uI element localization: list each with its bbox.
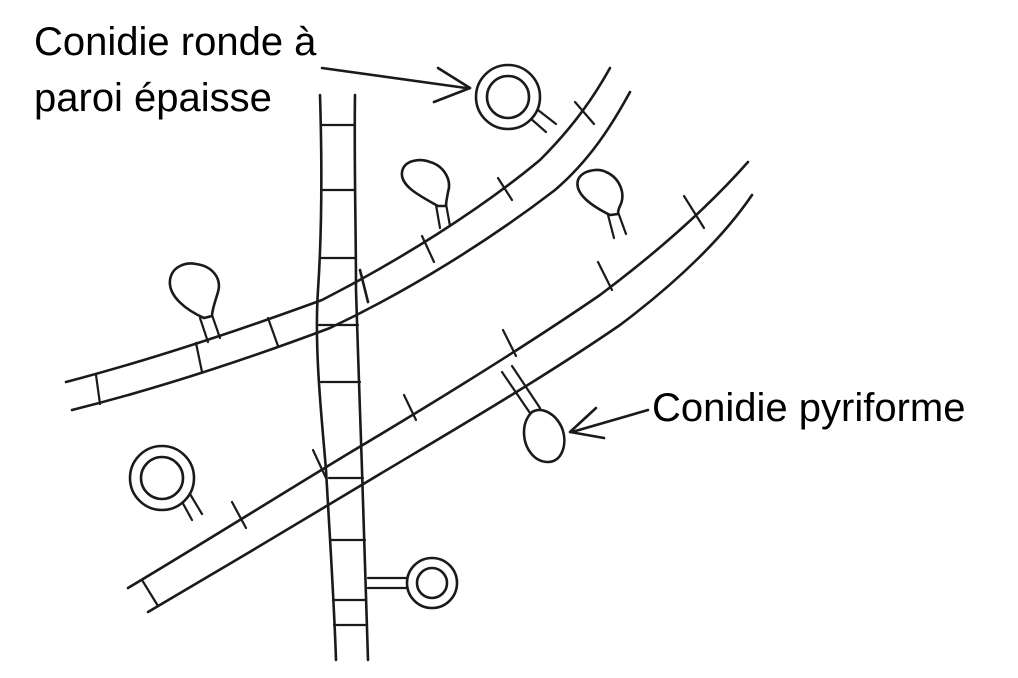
round-conidium-bottom — [366, 556, 459, 610]
upper-hypha-top-wall — [64, 66, 612, 384]
round-conidium-top — [474, 63, 558, 134]
lower-hypha-top-wall — [126, 160, 750, 590]
lower-hypha-bottom-wall — [146, 193, 754, 614]
round-conidium-label-line2: paroi épaisse — [34, 76, 272, 120]
pyriform-conidium-upper-right — [576, 168, 628, 240]
upper-hypha-crossing-stub — [358, 268, 370, 304]
upper-hypha-bottom-wall — [70, 90, 632, 412]
arrow-pyriform-conidium — [568, 406, 650, 440]
upper-diagonal-hypha — [64, 66, 632, 412]
lower-diagonal-hypha — [126, 160, 754, 614]
pyriform-conidium-upper-left — [168, 262, 222, 344]
round-conidium-lower-left — [128, 444, 204, 522]
vertical-hypha — [315, 93, 370, 662]
vertical-hypha-right-wall — [353, 93, 370, 662]
round-conidium-label-line1: Conidie ronde à — [34, 20, 317, 64]
round-conidia — [128, 63, 558, 610]
annotation-arrows — [320, 66, 650, 440]
pyriform-conidia — [168, 158, 628, 464]
pyriform-conidium-middle — [400, 158, 452, 230]
upper-hypha-septa — [94, 100, 596, 406]
arrow-round-conidium — [320, 66, 472, 104]
round-conidium-label: Conidie ronde à paroi épaisse — [34, 14, 316, 126]
lower-hypha-septa — [140, 194, 706, 608]
pyriform-conidium-labeled — [500, 364, 566, 464]
vertical-hypha-left-wall — [315, 93, 338, 662]
pyriform-conidium-label: Conidie pyriforme — [652, 386, 966, 430]
